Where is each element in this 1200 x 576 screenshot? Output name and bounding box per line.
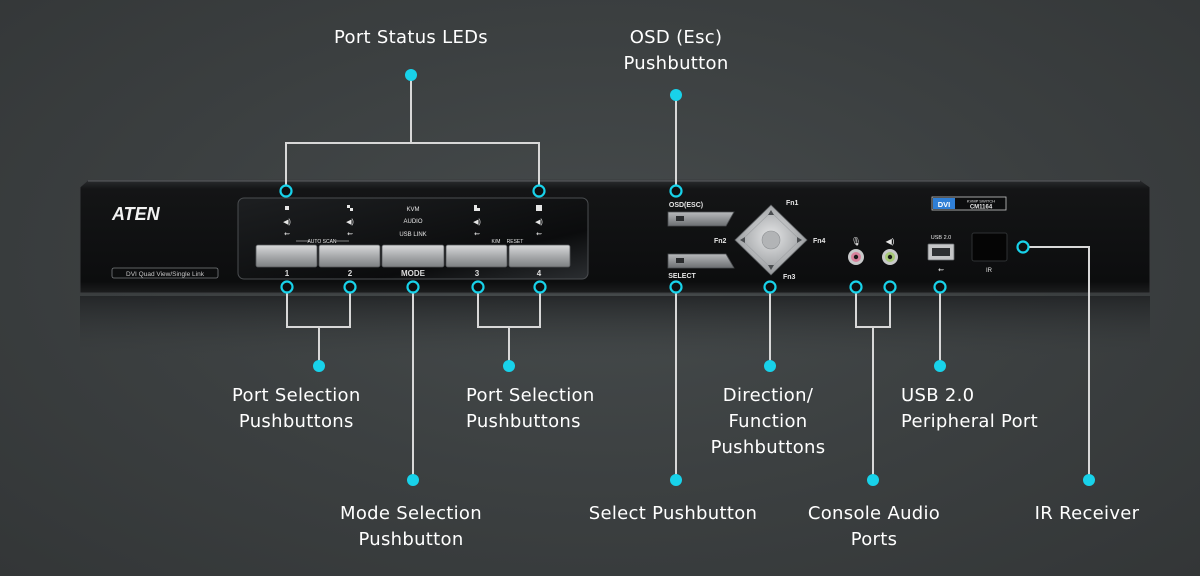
callout-rings (279, 184, 1030, 294)
label-port4: 4 (537, 269, 542, 278)
port2-kvm-led (347, 205, 350, 208)
callout-ir-receiver: IR Receiver (1034, 503, 1140, 524)
port3-audio-led-icon: ◀) (473, 219, 481, 226)
label-usb: USB 2.0 (931, 235, 951, 241)
port3-usb-led-icon: ⇜ (474, 231, 480, 238)
port1-audio-led-icon: ◀) (283, 219, 291, 226)
model-badge: DVI KVMP SWITCH CM1164 (931, 196, 1007, 211)
label-fn2: Fn2 (714, 238, 727, 245)
speaker-icon: ◀) (886, 237, 895, 246)
leader-lines (285, 75, 1090, 480)
label-fn3: Fn3 (783, 274, 796, 281)
port3-pushbutton[interactable] (445, 244, 508, 268)
port1-led-group: ◀) ⇜ (283, 206, 291, 238)
mode-label-group: KVM AUDIO USB LINK (399, 207, 426, 238)
label-port2: 2 (348, 269, 353, 278)
port2-usb-led-icon: ⇜ (347, 231, 353, 238)
chassis-reflection (80, 296, 1150, 360)
port3-kvm-led (474, 205, 477, 208)
port1-kvm-led (285, 206, 289, 210)
brand-logo: ATEN (111, 204, 161, 224)
label-ir: IR (986, 268, 993, 274)
direction-up-arrow-icon (768, 210, 774, 215)
port1-usb-led-icon: ⇜ (284, 231, 290, 238)
device-subtitle: DVI Quad View/Single Link (126, 271, 205, 278)
callout-port-selection-left: Port Selection Pushbuttons (232, 385, 361, 432)
badge-model: CM1164 (970, 205, 993, 211)
direction-right-arrow-icon (797, 237, 802, 243)
callout-dots (313, 69, 1095, 486)
usb-icon: ⇜ (938, 267, 944, 274)
direction-down-arrow-icon (768, 265, 774, 270)
direction-pad-center[interactable] (761, 230, 781, 250)
select-pushbutton[interactable] (667, 253, 735, 269)
label-fn1: Fn1 (786, 200, 799, 207)
callout-mode-selection: Mode Selection Pushbutton (340, 503, 482, 550)
callout-direction-function: Direction/ Function Pushbuttons (710, 385, 826, 458)
label-auto-scan: AUTO SCAN (307, 239, 336, 245)
port2-led-group: ◀) ⇜ (346, 205, 354, 238)
callout-select-pushbutton: Select Pushbutton (588, 503, 758, 524)
mode-pushbutton[interactable] (381, 244, 445, 268)
subtitle-box (111, 267, 219, 279)
ir-receiver-window (971, 232, 1008, 262)
label-fn4: Fn4 (813, 238, 826, 245)
port1-pushbutton[interactable] (255, 244, 318, 268)
port-button-row (255, 244, 571, 268)
label-audio: AUDIO (403, 219, 422, 225)
osd-pushbutton[interactable] (667, 211, 735, 227)
callout-port-status-leds: Port Status LEDs (334, 27, 488, 48)
label-port3: 3 (475, 269, 480, 278)
port4-usb-led-icon: ⇜ (536, 231, 542, 238)
callout-port-selection-right: Port Selection Pushbuttons (466, 385, 595, 432)
label-select: SELECT (668, 273, 696, 280)
label-osd: OSD(ESC) (669, 202, 703, 209)
port4-led-group: ◀) ⇜ (535, 205, 543, 238)
port4-audio-led-icon: ◀) (535, 219, 543, 226)
label-reset: RESET (507, 239, 524, 245)
direction-pad[interactable] (734, 204, 808, 276)
callout-console-audio: Console Audio Ports (807, 503, 941, 550)
direction-left-arrow-icon (740, 237, 745, 243)
label-mode: MODE (401, 269, 426, 278)
label-km: K/M (492, 239, 501, 245)
port2-audio-led-icon: ◀) (346, 219, 354, 226)
callout-osd-pushbutton: OSD (Esc) Pushbutton (623, 27, 729, 74)
label-kvm: KVM (406, 207, 419, 213)
port2-pushbutton[interactable] (318, 244, 381, 268)
microphone-icon: 🎙 (851, 237, 861, 246)
port4-kvm-led (536, 205, 542, 211)
port4-pushbutton[interactable] (508, 244, 571, 268)
badge-type: KVMP SWITCH (967, 199, 995, 204)
label-usb-link: USB LINK (399, 232, 426, 238)
callout-usb-port: USB 2.0 Peripheral Port (901, 385, 1038, 432)
label-port1: 1 (285, 269, 290, 278)
port3-led-group: ◀) ⇜ (473, 205, 481, 238)
badge-dvi: DVI (938, 200, 951, 209)
